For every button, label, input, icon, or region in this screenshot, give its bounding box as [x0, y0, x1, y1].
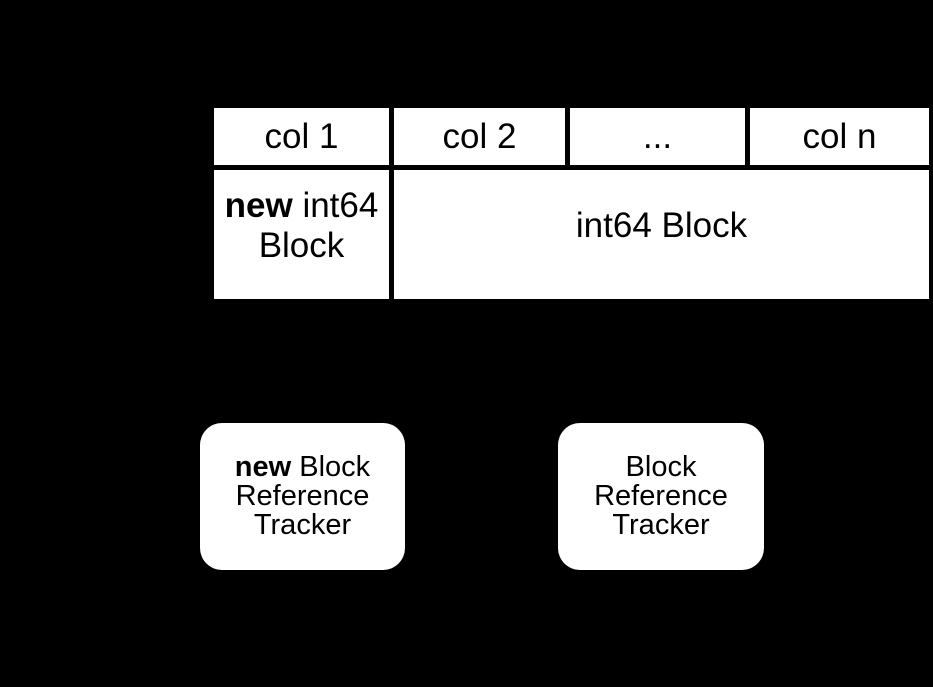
table-header-col-n: col n: [750, 108, 929, 165]
int64-block-cell: int64 Block: [394, 170, 929, 299]
new-int64-block-label: new int64 Block: [225, 186, 379, 266]
reference-text: Reference: [594, 480, 728, 512]
block-reference-tracker: Block Reference Tracker: [558, 423, 764, 570]
new-int64-line: new int64: [225, 186, 379, 226]
block-text: Block: [291, 451, 371, 483]
block-text: Block: [625, 451, 697, 483]
new-block-reference-tracker: new Block Reference Tracker: [200, 423, 405, 570]
table-header-col-1: col 1: [214, 108, 389, 165]
new-int64-block-cell: new int64 Block: [214, 170, 389, 299]
int64-text: int64: [292, 185, 379, 225]
reference-text: Reference: [235, 480, 370, 512]
block-text: Block: [258, 225, 345, 265]
table-header-ellipsis: ...: [570, 108, 745, 165]
dataframe-columns-table: col 1 col 2 ... col n new int64 Block in…: [214, 108, 929, 299]
new-block-line: new Block: [235, 453, 370, 482]
table-header-col-2: col 2: [394, 108, 565, 165]
new-keyword: new: [224, 185, 293, 225]
tracker-text: Tracker: [612, 509, 710, 541]
new-keyword: new: [234, 451, 292, 483]
tracker-text: Tracker: [253, 509, 352, 541]
